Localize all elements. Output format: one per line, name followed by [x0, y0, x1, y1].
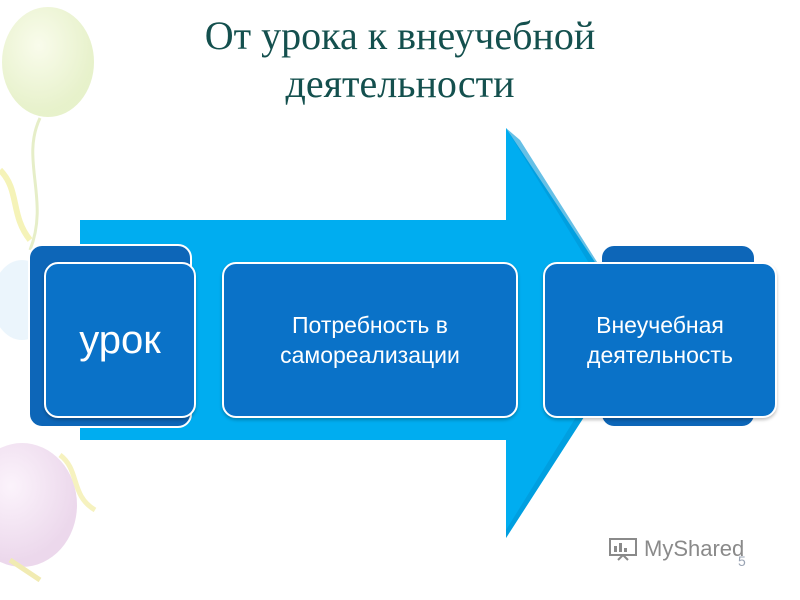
presentation-board-icon	[609, 538, 637, 561]
balloon-green	[2, 7, 94, 117]
slide-number: 5	[738, 553, 746, 569]
slide-title-line-1: От урока к внеучебной	[204, 13, 596, 58]
step-label: Потребность в самореализации	[280, 312, 460, 368]
myshared-watermark: MyShared	[608, 536, 744, 562]
streamer	[8, 557, 42, 583]
streamer	[58, 453, 97, 513]
step-box-need: Потребность в самореализации	[222, 262, 518, 418]
slide-title-line-2: деятельности	[285, 61, 515, 106]
step-label: Внеучебная деятельность	[587, 312, 733, 368]
balloon-pink	[0, 443, 77, 567]
step-box-lesson: урок	[44, 262, 196, 418]
slide-title: От урока к внеучебной деятельности	[150, 12, 650, 108]
step-label: урок	[79, 317, 161, 362]
streamer	[0, 167, 33, 242]
balloon-string	[28, 117, 42, 251]
step-box-extracurricular: Внеучебная деятельность	[543, 262, 777, 418]
watermark-text: MyShared	[644, 536, 745, 561]
